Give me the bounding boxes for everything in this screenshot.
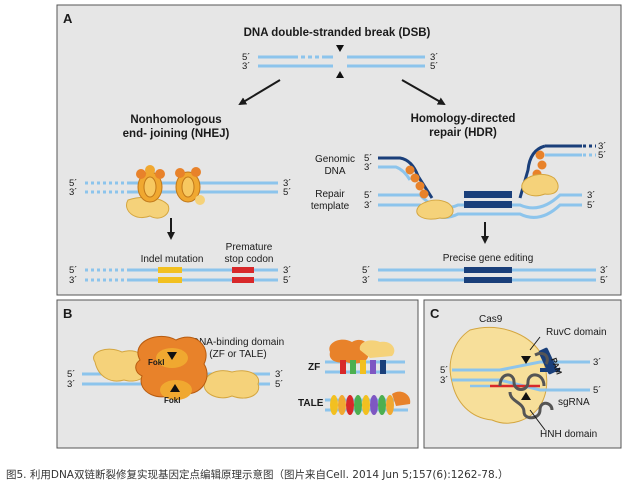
- end-5-label: 5´: [69, 178, 77, 189]
- sgrna-label: sgRNA: [558, 397, 590, 408]
- inserted-sequence: [464, 277, 512, 283]
- inserted-sequence: [464, 267, 512, 273]
- cut-marker-bottom: [521, 392, 531, 400]
- end-5-label: 5´: [598, 150, 606, 161]
- panel-a-letter: A: [63, 11, 73, 26]
- end-5-label: 5´: [593, 385, 601, 396]
- end-5-label: 5´: [283, 275, 291, 286]
- end-5-label: 5´: [364, 190, 372, 201]
- ruvc-pointer: [529, 336, 541, 351]
- hnh-label: HNH domain: [540, 429, 597, 440]
- repair-template-label-line1: Repair: [315, 189, 345, 200]
- hdr-title-line2: repair (HDR): [429, 127, 497, 139]
- panel-a-background: [56, 4, 622, 296]
- indel-label: Indel mutation: [141, 254, 204, 265]
- end-3-label: 3´: [364, 200, 372, 211]
- end-5-label: 5´: [600, 275, 608, 286]
- panel-b-letter: B: [63, 306, 72, 321]
- premature-label-line2: stop codon: [225, 254, 274, 265]
- repair-template-label-line2: template: [311, 201, 350, 212]
- genomic-dna-label-line1: Genomic: [315, 154, 355, 165]
- cut-marker-bottom: [170, 384, 180, 392]
- cut-marker-bottom: [336, 71, 344, 78]
- end-3-label: 3´: [242, 61, 250, 72]
- stop-codon-mark: [232, 267, 254, 273]
- panel-c-letter: C: [430, 306, 440, 321]
- genomic-dna-label-line2: DNA: [324, 166, 345, 177]
- end-3-label: 3´: [598, 141, 606, 152]
- end-3-label: 3´: [69, 187, 77, 198]
- indel-mark: [158, 277, 182, 283]
- premature-label-line1: Premature: [226, 242, 273, 253]
- end-5-label: 5´: [69, 265, 77, 276]
- hdr-title-line1: Homology-directed: [411, 113, 516, 125]
- foki-label: FokI: [148, 358, 164, 367]
- end-5-label: 5´: [364, 153, 372, 164]
- foki-dimer: FokI FokI: [135, 335, 208, 405]
- cut-marker-top: [336, 45, 344, 52]
- arrow-to-nhej: [238, 79, 281, 106]
- end-3-label: 3´: [593, 357, 601, 368]
- end-5-label: 5´: [430, 61, 438, 72]
- zf-diagram: [325, 339, 405, 374]
- end-3-label: 3´: [275, 369, 283, 380]
- end-5-label: 5´: [283, 187, 291, 198]
- end-5-label: 5´: [440, 365, 448, 376]
- end-3-label: 3´: [440, 375, 448, 386]
- nhej-title-line1: Nonhomologous: [130, 114, 221, 126]
- end-3-label: 3´: [69, 275, 77, 286]
- end-5-label: 5´: [67, 369, 75, 380]
- end-5-label: 5´: [275, 379, 283, 390]
- panel-c: C Cas9 RuvC domain 5´ 3´ 3´ 5´ PAM: [423, 299, 622, 449]
- hnh-pointer: [529, 409, 546, 431]
- homology-arm-insert: [464, 201, 512, 208]
- hdr-result-dna: 5´ 3´ 3´ 5´: [362, 265, 608, 286]
- figure-caption: 图5. 利用DNA双链断裂修复实现基因定点编辑原理示意图（图片来自Cell. 2…: [6, 469, 509, 481]
- panel-b: B DNA-binding domain (ZF or TALE) 5´ 3´ …: [56, 299, 419, 449]
- dsb-title: DNA double-stranded break (DSB): [244, 27, 431, 39]
- dsb-dna: 5´ 3´ 3´ 5´: [242, 45, 438, 78]
- stop-codon-mark: [232, 277, 254, 283]
- ku-protein-complex: [126, 165, 205, 219]
- foki-label: FokI: [164, 396, 180, 405]
- cut-marker-top: [521, 356, 531, 364]
- end-3-label: 3´: [283, 265, 291, 276]
- end-3-label: 3´: [587, 190, 595, 201]
- end-3-label: 3´: [600, 265, 608, 276]
- tale-diagram: [325, 391, 411, 415]
- dbd-label-line2: (ZF or TALE): [209, 349, 266, 360]
- end-3-label: 3´: [283, 178, 291, 189]
- end-5-label: 5´: [242, 52, 250, 63]
- end-5-label: 5´: [362, 265, 370, 276]
- tale-label: TALE: [298, 398, 324, 409]
- dna-binding-proteins: [93, 348, 260, 399]
- end-3-label: 3´: [364, 162, 372, 173]
- nhej-title-line2: end- joining (NHEJ): [123, 128, 230, 140]
- end-5-label: 5´: [587, 200, 595, 211]
- hdr-proteins: [405, 150, 559, 220]
- panel-a: A DNA double-stranded break (DSB) 5´ 3´ …: [56, 4, 622, 296]
- end-3-label: 3´: [362, 275, 370, 286]
- sgrna: [470, 351, 554, 420]
- nhej-result-dna: 5´ 3´ 3´ 5´: [69, 265, 291, 286]
- cas9-label: Cas9: [479, 314, 503, 325]
- ruvc-label: RuvC domain: [546, 327, 607, 338]
- dbd-label-line1: DNA-binding domain: [192, 337, 284, 348]
- zf-label: ZF: [308, 362, 320, 373]
- end-3-label: 3´: [67, 379, 75, 390]
- precise-editing-label: Precise gene editing: [443, 253, 534, 264]
- end-3-label: 3´: [430, 52, 438, 63]
- arrow-to-hdr: [401, 79, 446, 105]
- cut-marker-top: [167, 352, 177, 360]
- homology-arm-insert: [464, 191, 512, 198]
- indel-mark: [158, 267, 182, 273]
